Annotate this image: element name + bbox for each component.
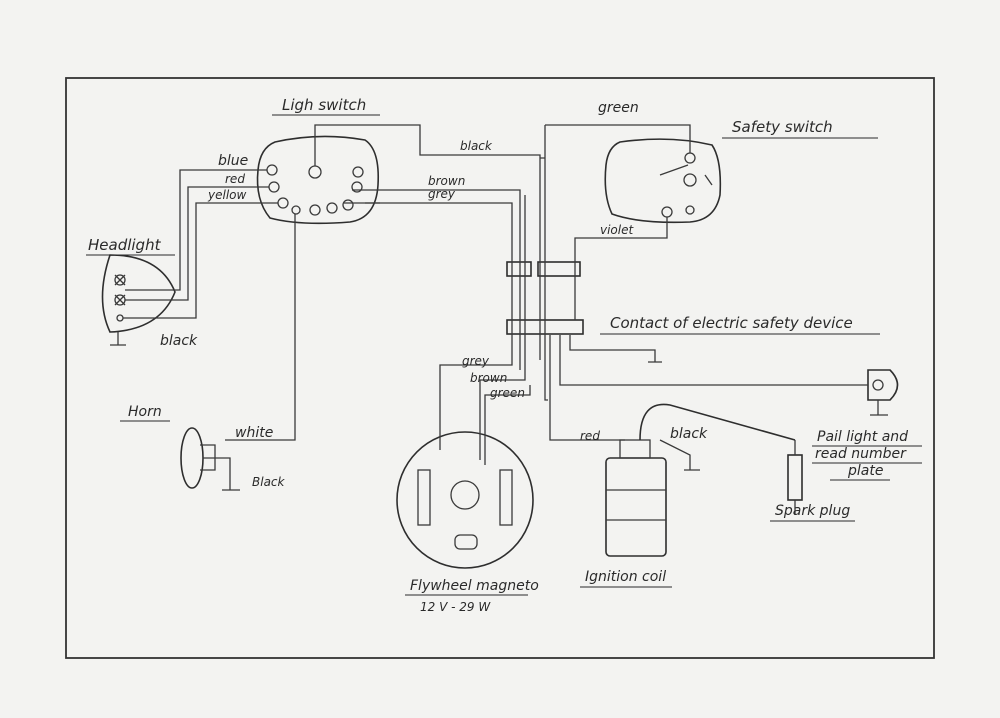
- wire-label-white: white: [235, 425, 273, 441]
- wires: [123, 124, 868, 471]
- flywheel-magneto: [396, 431, 534, 569]
- tail-light-label-3: plate: [847, 463, 883, 479]
- wire-label-blue: blue: [218, 153, 248, 169]
- wire-label-black-headlight: black: [160, 333, 198, 349]
- wire-label-grey-magneto: grey: [462, 354, 490, 368]
- wire-label-grey-top: grey: [428, 187, 456, 201]
- wire-label-black-top: black: [460, 139, 493, 153]
- horn: [180, 427, 240, 491]
- wire-label-violet: violet: [600, 223, 634, 237]
- tail-light-label-1: Pail light and: [817, 429, 908, 445]
- wire-label-black-horn: Black: [252, 475, 286, 489]
- tail-light-label-2: read number: [815, 446, 907, 462]
- ignition-coil: [605, 439, 667, 557]
- spark-plug: [639, 403, 803, 515]
- ignition-coil-label: Ignition coil: [585, 569, 666, 585]
- light-switch-label: Ligh switch: [282, 96, 366, 114]
- wire-label-black-coil: black: [670, 426, 708, 442]
- tail-light: [867, 369, 899, 416]
- light-switch: [256, 135, 380, 225]
- wire-label-yellow: yellow: [207, 188, 246, 202]
- wire-label-brown-magneto: brown: [470, 371, 507, 385]
- wire-label-green-magneto: green: [490, 386, 525, 400]
- wire-clamp: [506, 261, 532, 277]
- safety-switch: [604, 138, 722, 224]
- wire-clamp: [537, 261, 581, 277]
- magneto-label: Flywheel magneto: [410, 578, 539, 594]
- contact-label: Contact of electric safety device: [610, 314, 853, 332]
- wire-label-brown-top: brown: [428, 174, 465, 188]
- spark-plug-label: Spark plug: [775, 503, 850, 519]
- diagram-frame: [65, 77, 935, 659]
- wire-label-red: red: [225, 172, 245, 186]
- horn-label: Horn: [128, 404, 162, 420]
- wire-label-red-coil: red: [580, 429, 600, 443]
- wire-label-green-top: green: [598, 100, 639, 116]
- magneto-rating: 12 V - 29 W: [420, 600, 491, 614]
- safety-switch-label: Safety switch: [732, 118, 833, 136]
- headlight-label: Headlight: [88, 236, 162, 254]
